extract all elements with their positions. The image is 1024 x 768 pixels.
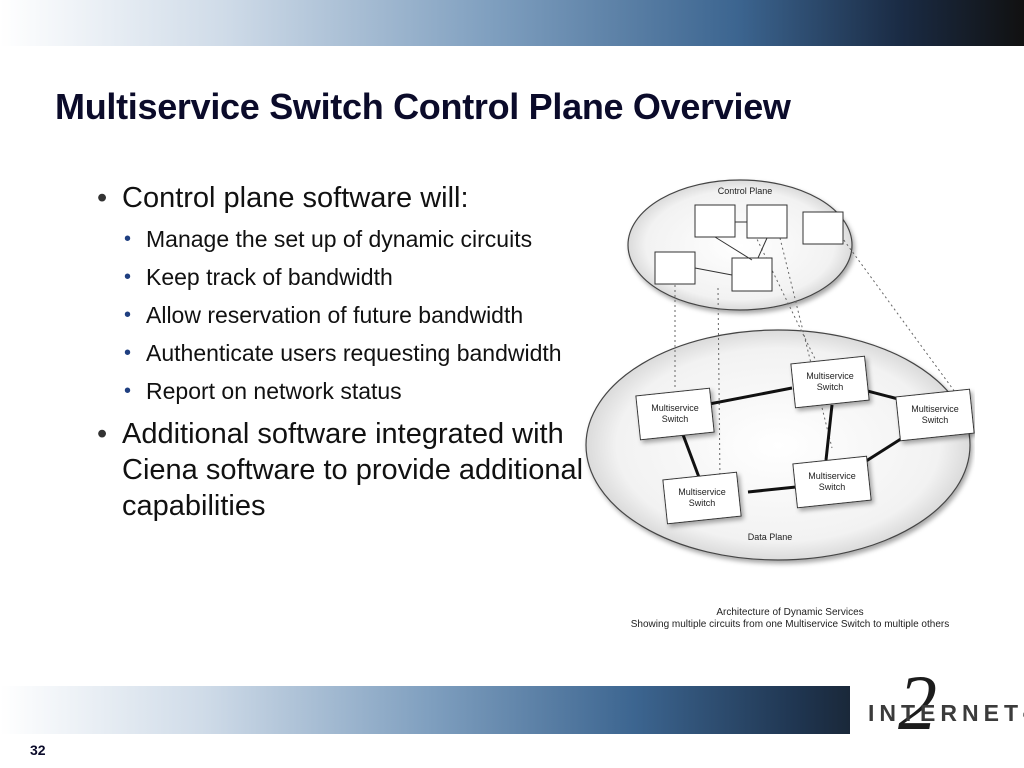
switch-label: Switch bbox=[689, 498, 716, 508]
caption-line: Architecture of Dynamic Services bbox=[716, 607, 864, 618]
bullet-dot-icon: • bbox=[124, 228, 132, 250]
diagram-caption: Architecture of Dynamic Services Showing… bbox=[630, 607, 950, 631]
control-plane-links bbox=[694, 221, 768, 276]
switch-label: Switch bbox=[922, 415, 949, 425]
switch-label: Multiservice bbox=[806, 371, 854, 381]
switch-label: Multiservice bbox=[808, 471, 856, 481]
top-gradient-band bbox=[0, 0, 1024, 46]
bullet-item: • Control plane software will: • Manage t… bbox=[95, 180, 585, 406]
bullet-text: Additional software integrated with Cien… bbox=[122, 418, 584, 522]
bullet-dot-icon: • bbox=[97, 418, 108, 450]
sub-bullet-item: • Allow reservation of future bandwidth bbox=[122, 300, 585, 330]
sub-bullet-text: Report on network status bbox=[146, 378, 402, 404]
sub-bullet-item: • Manage the set up of dynamic circuits bbox=[122, 224, 585, 254]
logo-background bbox=[850, 672, 1024, 768]
control-node bbox=[654, 251, 696, 285]
data-plane-oval bbox=[585, 329, 971, 561]
logo-text: INTERNET bbox=[868, 700, 1023, 726]
sub-bullet-item: • Report on network status bbox=[122, 376, 585, 406]
bullet-dot-icon: • bbox=[124, 380, 132, 402]
sub-bullet-text: Keep track of bandwidth bbox=[146, 264, 393, 290]
architecture-diagram: Multiservice Switch Multiservice Switch … bbox=[585, 179, 975, 561]
bullet-text: Control plane software will: bbox=[122, 182, 469, 214]
switch-node: Multiservice Switch bbox=[635, 387, 715, 441]
bullet-dot-icon: • bbox=[124, 342, 132, 364]
switch-node: Multiservice Switch bbox=[662, 471, 742, 525]
sub-bullet-list: • Manage the set up of dynamic circuits •… bbox=[122, 224, 585, 406]
slide-title: Multiservice Switch Control Plane Overvi… bbox=[55, 86, 791, 127]
bullet-list: • Control plane software will: • Manage t… bbox=[95, 180, 585, 534]
switch-label: Multiservice bbox=[911, 404, 959, 414]
bullet-item: • Additional software integrated with Ci… bbox=[95, 416, 585, 524]
bullet-dot-icon: • bbox=[97, 182, 108, 214]
bullet-dot-icon: • bbox=[124, 304, 132, 326]
internet2-logo: INTERNET® bbox=[868, 700, 1024, 727]
sub-bullet-item: • Authenticate users requesting bandwidth bbox=[122, 338, 585, 368]
control-node bbox=[694, 204, 736, 238]
control-node bbox=[802, 211, 844, 245]
switch-label: Switch bbox=[819, 482, 846, 492]
switch-label: Switch bbox=[817, 382, 844, 392]
sub-bullet-item: • Keep track of bandwidth bbox=[122, 262, 585, 292]
bullet-dot-icon: • bbox=[124, 266, 132, 288]
switch-label: Multiservice bbox=[651, 403, 699, 413]
sub-bullet-text: Authenticate users requesting bandwidth bbox=[146, 340, 562, 366]
switch-node: Multiservice Switch bbox=[790, 355, 870, 409]
control-links bbox=[674, 227, 956, 483]
sub-bullet-text: Allow reservation of future bandwidth bbox=[146, 302, 524, 328]
switch-label: Switch bbox=[662, 414, 689, 424]
control-node bbox=[731, 257, 773, 292]
switch-node: Multiservice Switch bbox=[895, 388, 975, 442]
caption-line: Showing multiple circuits from one Multi… bbox=[630, 619, 950, 630]
data-plane-label: Data Plane bbox=[748, 532, 793, 542]
page-number: 32 bbox=[30, 742, 46, 758]
control-plane-label: Control Plane bbox=[718, 186, 773, 196]
sub-bullet-text: Manage the set up of dynamic circuits bbox=[146, 226, 533, 252]
switch-label: Multiservice bbox=[678, 487, 726, 497]
switch-node: Multiservice Switch bbox=[792, 455, 872, 509]
control-node bbox=[746, 204, 788, 239]
logo-mark: 2 bbox=[898, 659, 937, 746]
